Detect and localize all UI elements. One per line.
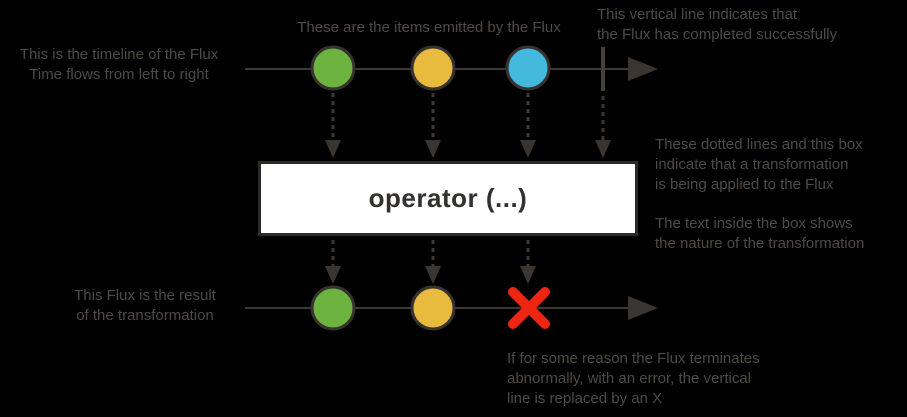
result-annotation: This Flux is the result of the transform…: [74, 287, 216, 324]
down-arrow-icon: [425, 266, 441, 284]
operator-box: operator (...): [258, 161, 638, 236]
transform-arrows-top: [325, 93, 611, 158]
down-arrow-icon: [325, 266, 341, 284]
down-arrow-icon: [425, 140, 441, 158]
error-x-stroke: [508, 287, 550, 329]
source-item-green: [310, 45, 356, 91]
result-item-yellow: [410, 285, 456, 331]
down-arrow-icon: [520, 140, 536, 158]
items-annotation: These are the items emitted by the Flux: [297, 19, 561, 36]
source-timeline-arrow-icon: [628, 57, 658, 81]
box-text-annotation: The text inside the box shows the nature…: [655, 215, 865, 252]
down-arrow-icon: [325, 140, 341, 158]
down-arrow-icon: [595, 140, 611, 158]
complete-annotation: This vertical line indicates that the Fl…: [597, 6, 838, 43]
source-item-yellow: [410, 45, 456, 91]
transform-annotation: These dotted lines and this box indicate…: [655, 136, 863, 193]
error-x-icon: [508, 287, 550, 329]
error-annotation: If for some reason the Flux terminates a…: [507, 350, 760, 407]
result-timeline-arrow-icon: [628, 296, 658, 320]
source-item-blue: [505, 45, 551, 91]
down-arrow-icon: [520, 266, 536, 284]
timeline-annotation: This is the timeline of the Flux Time fl…: [19, 46, 219, 83]
transform-arrows-bottom: [325, 240, 536, 284]
result-item-green: [310, 285, 356, 331]
operator-label: operator (...): [368, 183, 528, 213]
